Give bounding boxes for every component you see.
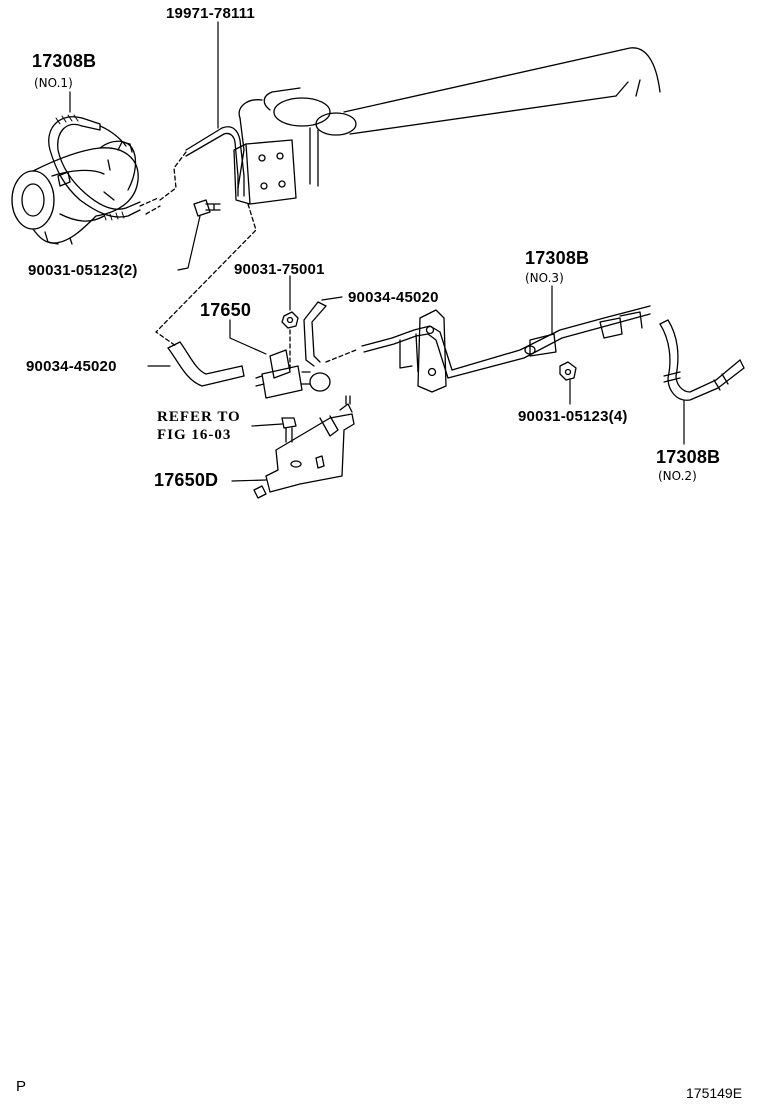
parts-diagram [11, 21, 745, 499]
turbocharger-illustration [11, 140, 139, 245]
bolt-90031-05123-upper [193, 199, 221, 217]
hose-90034-45020-left [167, 341, 245, 387]
leader-lines [69, 21, 685, 482]
label-refer-to-line2: FIG 16-03 [157, 427, 232, 443]
hose-19971-78111 [159, 126, 245, 201]
label-19971-78111: 19971-78111 [166, 5, 255, 22]
label-refer-to-line1: REFER TO [157, 409, 241, 425]
label-17308b-no1-sub: (NO.1) [34, 76, 73, 90]
hose-90034-45020-right [303, 301, 327, 367]
vsv-17650 [255, 349, 331, 399]
label-90031-05123-4: 90031-05123(4) [518, 408, 628, 425]
hose-17308b-no2 [659, 319, 745, 401]
bolt-90031-05123-right [559, 361, 577, 381]
label-17308b-no3: 17308B [525, 248, 590, 268]
hose-17308b-no3 [361, 305, 651, 393]
bracket-17650d [253, 395, 355, 499]
engine-intake-illustration [237, 47, 661, 189]
figure-id: 175149E [686, 1085, 743, 1101]
label-90034-45020-left: 90034-45020 [26, 358, 117, 375]
label-90031-05123-2: 90031-05123(2) [28, 262, 138, 279]
label-17308b-no1: 17308B [32, 51, 97, 71]
label-90034-45020-right: 90034-45020 [348, 289, 439, 306]
label-17308b-no2: 17308B [656, 447, 721, 467]
hose-17308b-no1 [48, 114, 161, 221]
bolt-refer-fig-16-03 [281, 417, 297, 443]
label-90031-75001: 90031-75001 [234, 261, 325, 278]
label-17308b-no3-sub: (NO.3) [525, 271, 564, 285]
hose-routing-dashed-right [325, 349, 357, 363]
hose-routing-dashed-left [155, 203, 257, 347]
label-17650: 17650 [200, 300, 252, 320]
label-17308b-no2-sub: (NO.2) [658, 469, 697, 483]
nut-90031-75001 [281, 311, 299, 329]
footer-left-code: P [16, 1078, 27, 1095]
label-17650d: 17650D [154, 470, 219, 490]
